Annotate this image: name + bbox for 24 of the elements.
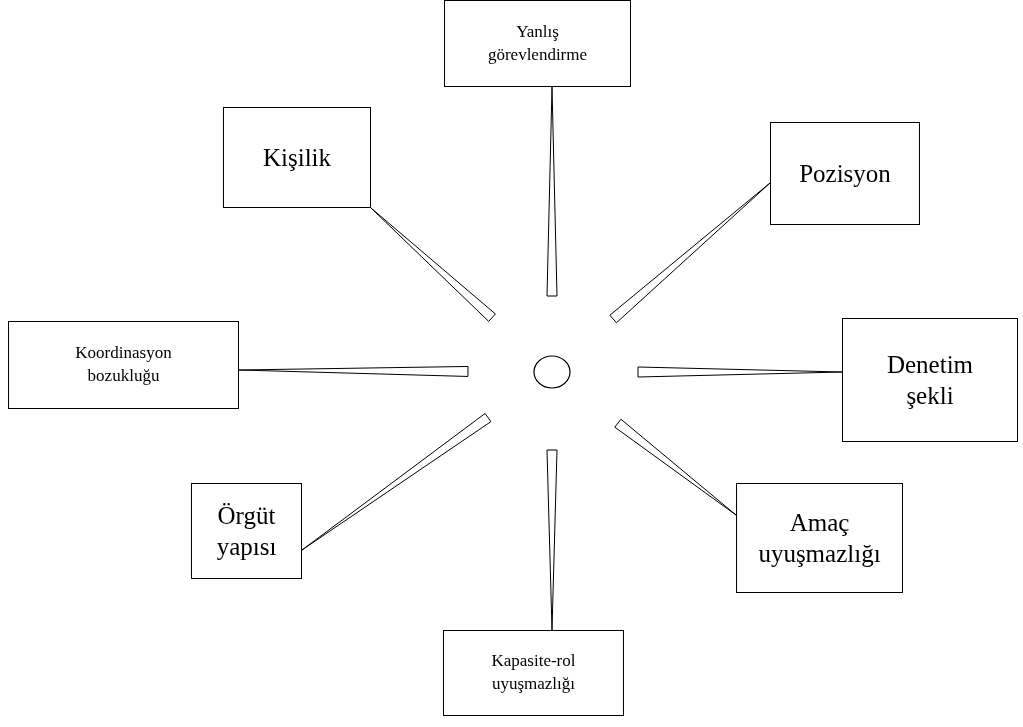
wedge-connector xyxy=(238,365,469,377)
wedge-connector xyxy=(637,366,843,378)
text-box xyxy=(8,321,239,409)
text-box xyxy=(191,483,302,579)
box-label: Kişilik xyxy=(262,142,332,173)
text-box xyxy=(444,0,631,87)
box-label: Koordinasyon bozukluğu xyxy=(74,342,173,387)
box-label: Kapasite-rol uyuşmazlığı xyxy=(490,650,577,695)
text-box xyxy=(842,318,1018,442)
text-box xyxy=(770,122,920,225)
text-box xyxy=(443,630,624,716)
text-box xyxy=(736,483,903,593)
box-label: Örgüt yapısı xyxy=(215,500,278,562)
wedge-connector xyxy=(546,449,558,631)
wedge-connector xyxy=(614,418,737,516)
wedge-connector xyxy=(301,413,492,551)
text-box xyxy=(223,107,371,208)
wedge-connector xyxy=(370,207,496,322)
box-label: Pozisyon xyxy=(799,158,891,189)
wedge-connector xyxy=(609,182,771,324)
wedge-connector xyxy=(546,86,558,297)
box-label: Amaç uyuşmazlığı xyxy=(757,507,882,569)
box-label: Denetim şekli xyxy=(885,349,975,411)
box-label: Yanlış görevlendirme xyxy=(486,20,589,66)
